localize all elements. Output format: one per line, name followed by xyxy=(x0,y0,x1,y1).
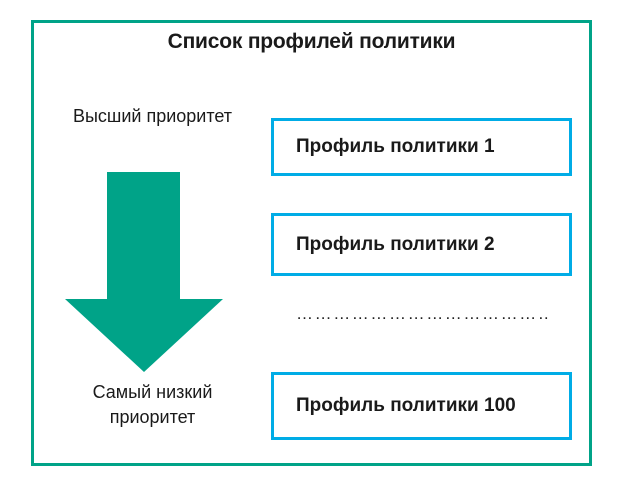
profile-list-continuation: ……………………………………… xyxy=(296,306,548,322)
profile-box[interactable]: Профиль политики 2 xyxy=(271,213,572,276)
profile-box[interactable]: Профиль политики 100 xyxy=(271,372,572,440)
highest-priority-label: Высший приоритет xyxy=(72,106,233,126)
lowest-priority-label-line2: приоритет xyxy=(109,407,196,427)
profile-box-label: Профиль политики 2 xyxy=(296,233,495,255)
profile-box[interactable]: Профиль политики 1 xyxy=(271,118,572,176)
lowest-priority-label: Самый низкий приоритет xyxy=(40,380,265,430)
lowest-priority-label-line1: Самый низкий xyxy=(92,382,213,402)
profile-box-label: Профиль политики 100 xyxy=(296,395,516,416)
down-arrow-icon xyxy=(60,172,230,374)
profile-box-label: Профиль политики 1 xyxy=(296,136,495,157)
page-title: Список профилей политики xyxy=(167,30,456,53)
